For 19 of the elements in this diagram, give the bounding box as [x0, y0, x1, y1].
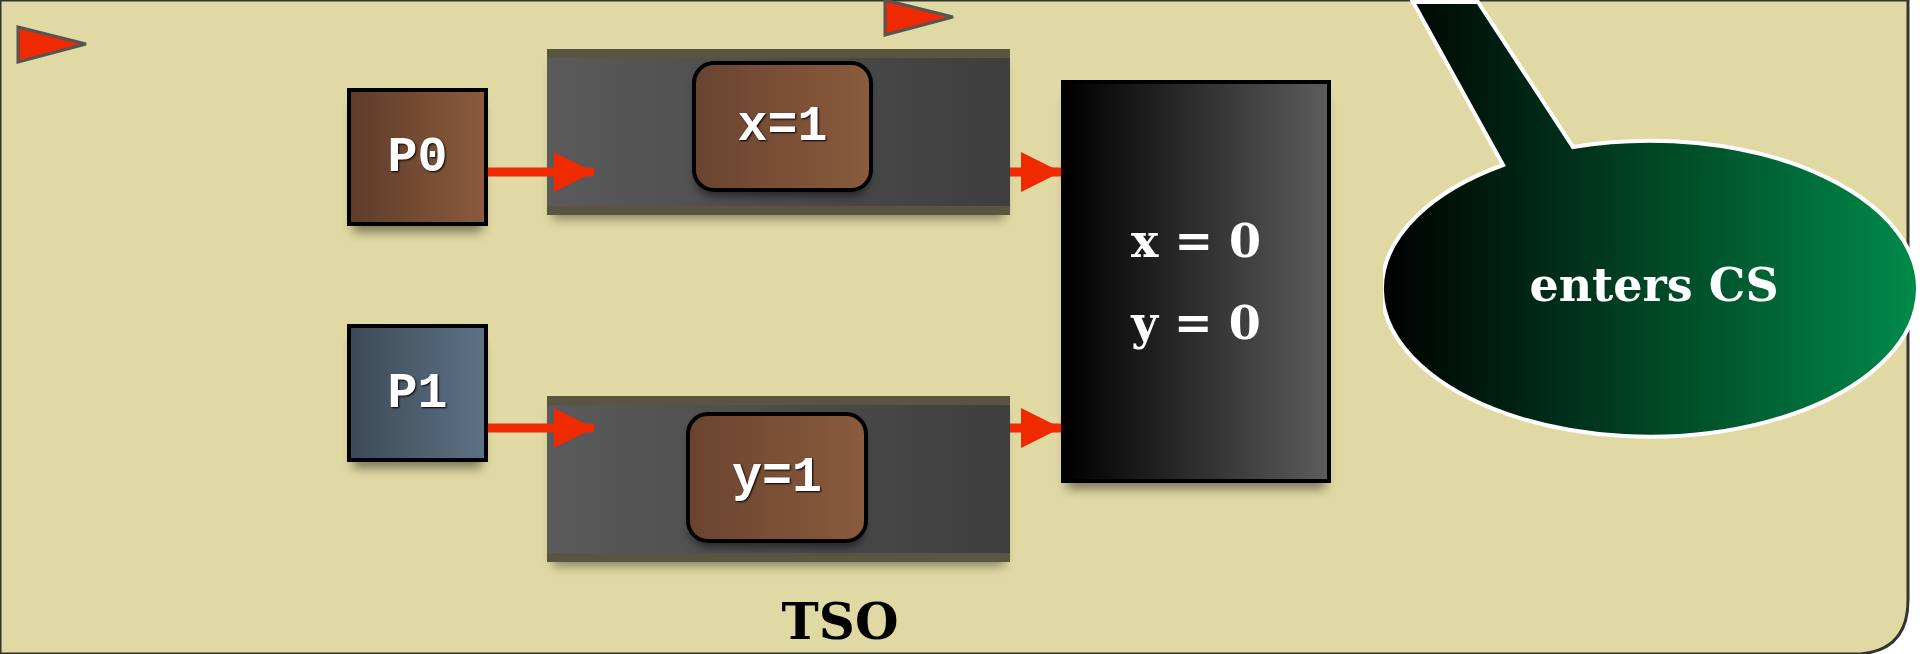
arrow [1010, 407, 1061, 449]
node-label: y=1 [732, 449, 822, 506]
buffer-entry [692, 61, 873, 192]
process-box [347, 88, 488, 226]
node-label: x=1 [737, 98, 828, 155]
diagram-label: TSO [780, 592, 900, 651]
node-label: x = 0 [1131, 213, 1261, 268]
store-buffer [547, 49, 1010, 215]
memory-box [1061, 80, 1331, 483]
arrow [488, 151, 594, 193]
node-label: P0 [387, 128, 448, 186]
node-label: y = 0 [1131, 295, 1261, 350]
store-buffer [547, 396, 1010, 562]
process-box [347, 324, 488, 462]
arrow [488, 407, 594, 449]
node-label: enters CS [1529, 258, 1779, 312]
arrow [1010, 151, 1061, 193]
node-label: P1 [387, 364, 448, 422]
buffer-entry [686, 412, 868, 543]
